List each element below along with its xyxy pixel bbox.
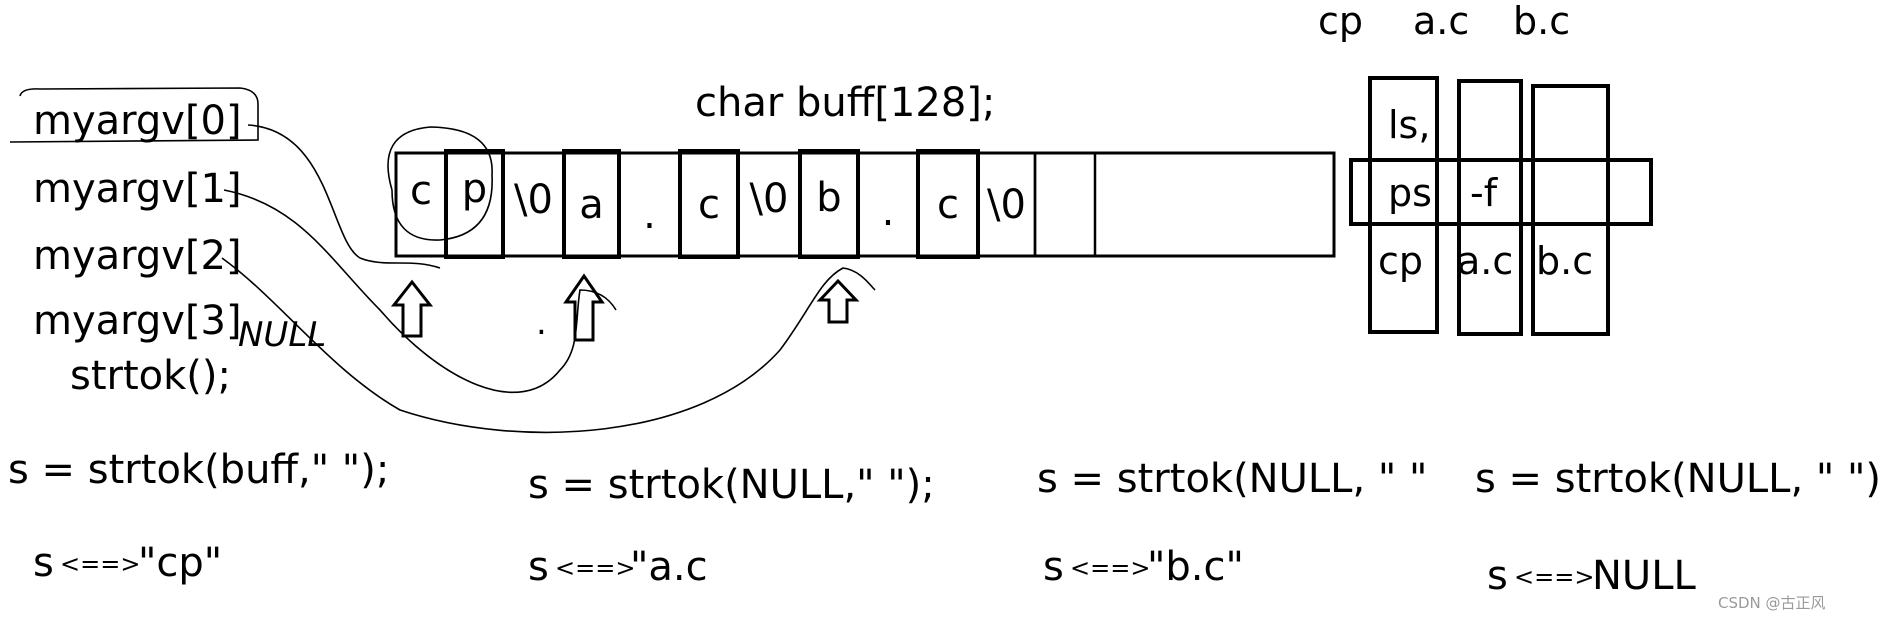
myargv-3-label: myargv[3] <box>33 298 242 344</box>
call-4-value: NULL <box>1592 553 1696 599</box>
call-2-result-var: s <box>528 544 549 590</box>
buffer-cell-char: . <box>643 192 656 238</box>
null-scribble: NULL <box>238 315 326 355</box>
grid-mid-cell-0: ps <box>1388 171 1432 215</box>
grid-bottom-cell-0: cp <box>1378 239 1423 283</box>
buffer-cell-char: p <box>462 166 487 212</box>
buffer-cell-char: \0 <box>514 177 553 223</box>
buffer-cell-char: \0 <box>750 176 789 222</box>
call-1-value: "cp" <box>138 540 222 586</box>
buff-declaration: char buff[128]; <box>695 80 995 126</box>
buffer-cell-char: a <box>579 182 604 228</box>
connector-0 <box>247 124 441 269</box>
grid-header-0: cp <box>1318 0 1363 43</box>
grid-top-cell-0: ls, <box>1388 103 1430 147</box>
stray-dot: . <box>536 303 547 343</box>
call-3-code: s = strtok(NULL, " " <box>1037 456 1427 502</box>
arrow-up-2 <box>563 273 605 342</box>
myargv-0-highlight <box>9 87 259 143</box>
call-2-value: "a.c <box>630 544 708 590</box>
strtok-call-label: strtok(); <box>70 353 231 399</box>
grid-header-2: b.c <box>1513 0 1570 43</box>
watermark: CSDN @古正风 <box>1718 594 1826 612</box>
grid-mid-cell-1: -f <box>1470 171 1499 215</box>
buffer-cell-char: c <box>410 168 432 214</box>
connector-2 <box>221 257 876 434</box>
arrow-up-1 <box>390 279 434 338</box>
c-circle-highlight <box>387 126 493 241</box>
grid-middle-row <box>1349 158 1653 226</box>
grid-column-2 <box>1531 84 1610 336</box>
grid-header-1: a.c <box>1413 0 1469 43</box>
myargv-1-label: myargv[1] <box>33 166 242 212</box>
buffer-cell-char: c <box>937 182 959 228</box>
buffer-cell-char: b <box>816 175 841 221</box>
buffer-cell-char: \0 <box>987 182 1026 228</box>
grid-column-0 <box>1368 76 1439 334</box>
call-3-equivalence-arrow: <==> <box>1070 554 1150 582</box>
grid-column-1 <box>1457 79 1523 336</box>
buffer-cell-char: . <box>882 189 895 235</box>
arrow-up-3 <box>816 278 860 324</box>
call-2-code: s = strtok(NULL," "); <box>528 462 935 508</box>
buffer-cell-box <box>1033 151 1097 258</box>
call-3-result-var: s <box>1043 544 1064 590</box>
call-1-equivalence-arrow: <==> <box>60 550 140 578</box>
call-1-code: s = strtok(buff," "); <box>8 447 389 493</box>
call-2-equivalence-arrow: <==> <box>555 554 635 582</box>
call-3-value: "b.c" <box>1147 544 1244 590</box>
myargv-2-label: myargv[2] <box>33 233 242 279</box>
call-4-code: s = strtok(NULL, " ") <box>1475 456 1881 502</box>
myargv-0-label: myargv[0] <box>33 98 242 144</box>
call-4-result-var: s <box>1487 553 1508 599</box>
grid-bottom-cell-1: a.c <box>1457 239 1513 283</box>
call-1-result-var: s <box>33 540 54 586</box>
buffer-cell-char: c <box>698 182 720 228</box>
connector-1 <box>223 189 617 394</box>
grid-bottom-cell-2: b.c <box>1536 239 1593 283</box>
call-4-equivalence-arrow: <==> <box>1514 563 1594 591</box>
